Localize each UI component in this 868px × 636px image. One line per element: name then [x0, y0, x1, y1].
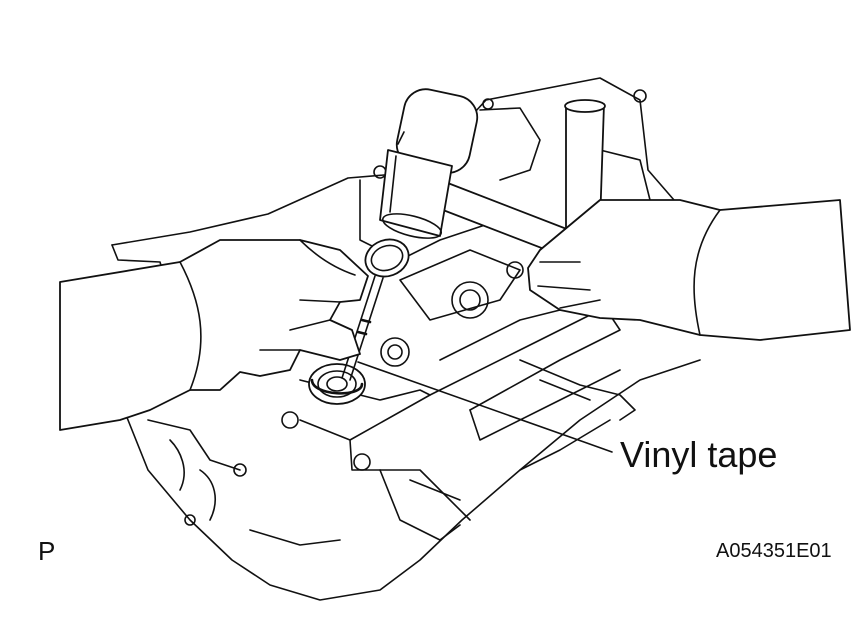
right-hand [527, 99, 851, 341]
callout-leader-line [357, 361, 613, 453]
figure-code: A054351E01 [716, 540, 832, 562]
vinyl-tape-callout-label: Vinyl tape [620, 434, 778, 475]
valve-stem-oil-seal [308, 363, 366, 405]
left-hand [59, 239, 369, 431]
intake-valve [341, 238, 410, 381]
corner-mark: P [38, 536, 56, 566]
